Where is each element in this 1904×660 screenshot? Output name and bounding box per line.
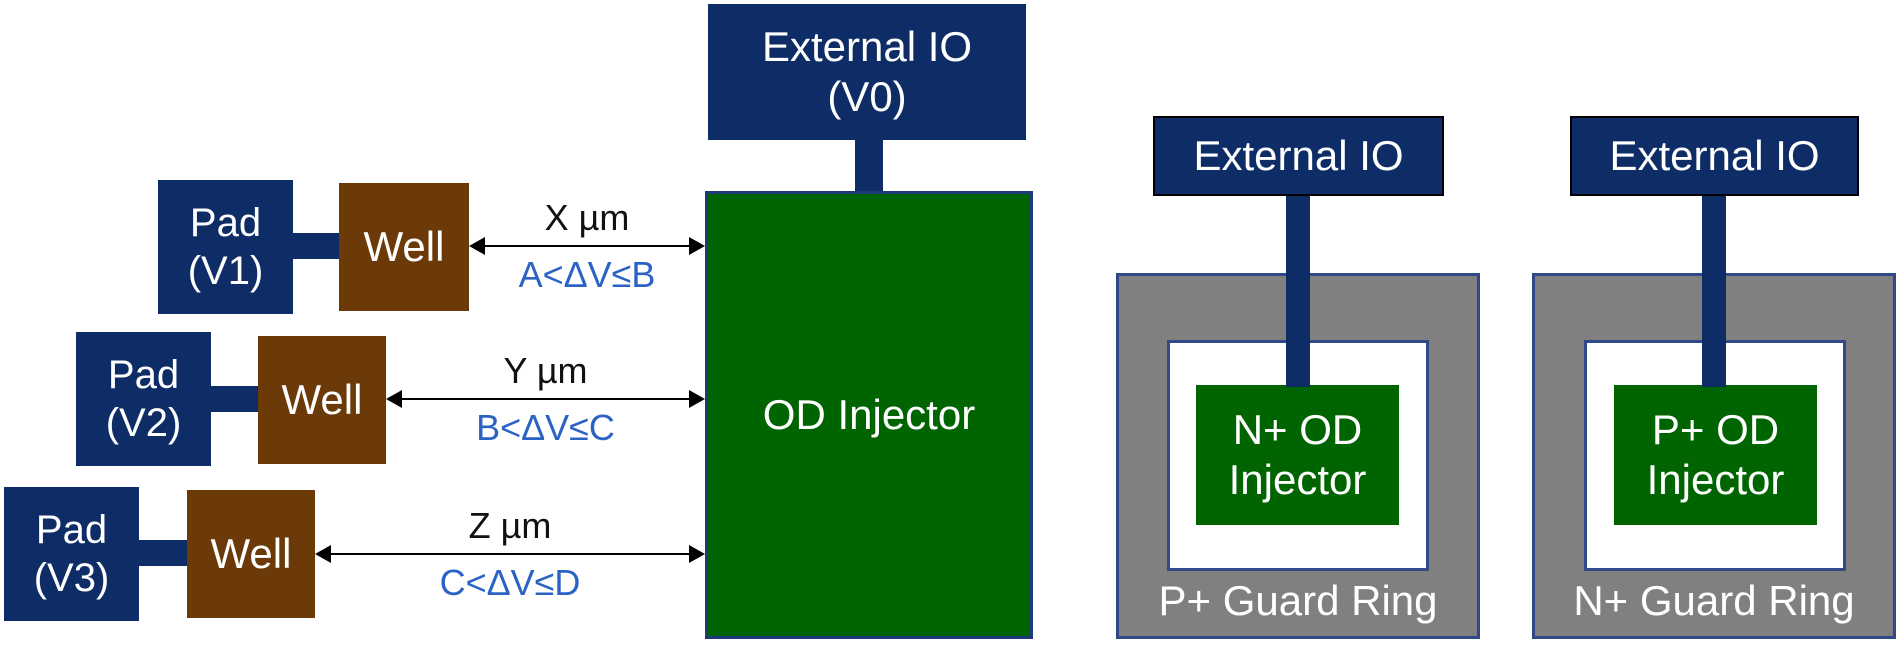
- external-io-1-box: External IO: [1153, 116, 1444, 196]
- delta-v-label-1: A<ΔV≤B: [518, 254, 656, 295]
- distance-label-3: Z µm: [468, 505, 552, 546]
- p-plus-od-injector-box: P+ OD Injector: [1614, 385, 1817, 525]
- external-io-2-label: External IO: [1609, 131, 1820, 179]
- pad-v1-label: Pad (V1): [187, 201, 264, 293]
- well-2-label: Well: [281, 375, 363, 423]
- n-plus-od-injector-label: N+ OD Injector: [1228, 405, 1367, 503]
- distance-label-1: X µm: [544, 197, 630, 238]
- external-io-1-label: External IO: [1193, 131, 1404, 179]
- n-plus-od-injector-box: N+ OD Injector: [1196, 385, 1399, 525]
- od-injector-label: OD Injector: [762, 390, 976, 438]
- pad-v2-connector: [211, 386, 259, 412]
- distance-arrow-2: [386, 390, 705, 408]
- well-1-label: Well: [363, 222, 445, 270]
- pad-v1-connector: [293, 233, 339, 259]
- well-3-box: Well: [187, 490, 315, 618]
- external-io-2-box: External IO: [1570, 116, 1859, 196]
- pad-v3-box: Pad (V3): [4, 487, 139, 621]
- external-io-1-connector: [1286, 195, 1310, 387]
- distance-label-2: Y µm: [503, 350, 588, 391]
- external-io-v0-box: External IO (V0): [708, 4, 1026, 140]
- delta-v-label-3: C<ΔV≤D: [439, 562, 581, 603]
- external-io-2-connector: [1702, 195, 1726, 387]
- pad-v2-box: Pad (V2): [76, 332, 211, 466]
- external-io-v0-connector: [855, 138, 883, 194]
- external-io-v0-label: External IO (V0): [761, 22, 973, 120]
- pad-v1-box: Pad (V1): [158, 180, 293, 314]
- n-plus-guard-ring-label: N+ Guard Ring: [1573, 576, 1855, 624]
- delta-v-label-2: B<ΔV≤C: [476, 407, 615, 448]
- p-plus-od-injector-label: P+ OD Injector: [1646, 405, 1785, 503]
- pad-v2-label: Pad (V2): [105, 353, 182, 445]
- od-injector-box: OD Injector: [705, 191, 1033, 639]
- well-2-box: Well: [258, 336, 386, 464]
- distance-arrow-1: [469, 237, 705, 255]
- well-1-box: Well: [339, 183, 469, 311]
- pad-v3-label: Pad (V3): [33, 508, 110, 600]
- p-plus-guard-ring-label: P+ Guard Ring: [1158, 576, 1438, 624]
- pad-v3-connector: [139, 540, 187, 566]
- well-3-label: Well: [210, 529, 292, 577]
- distance-arrow-3: [315, 545, 705, 563]
